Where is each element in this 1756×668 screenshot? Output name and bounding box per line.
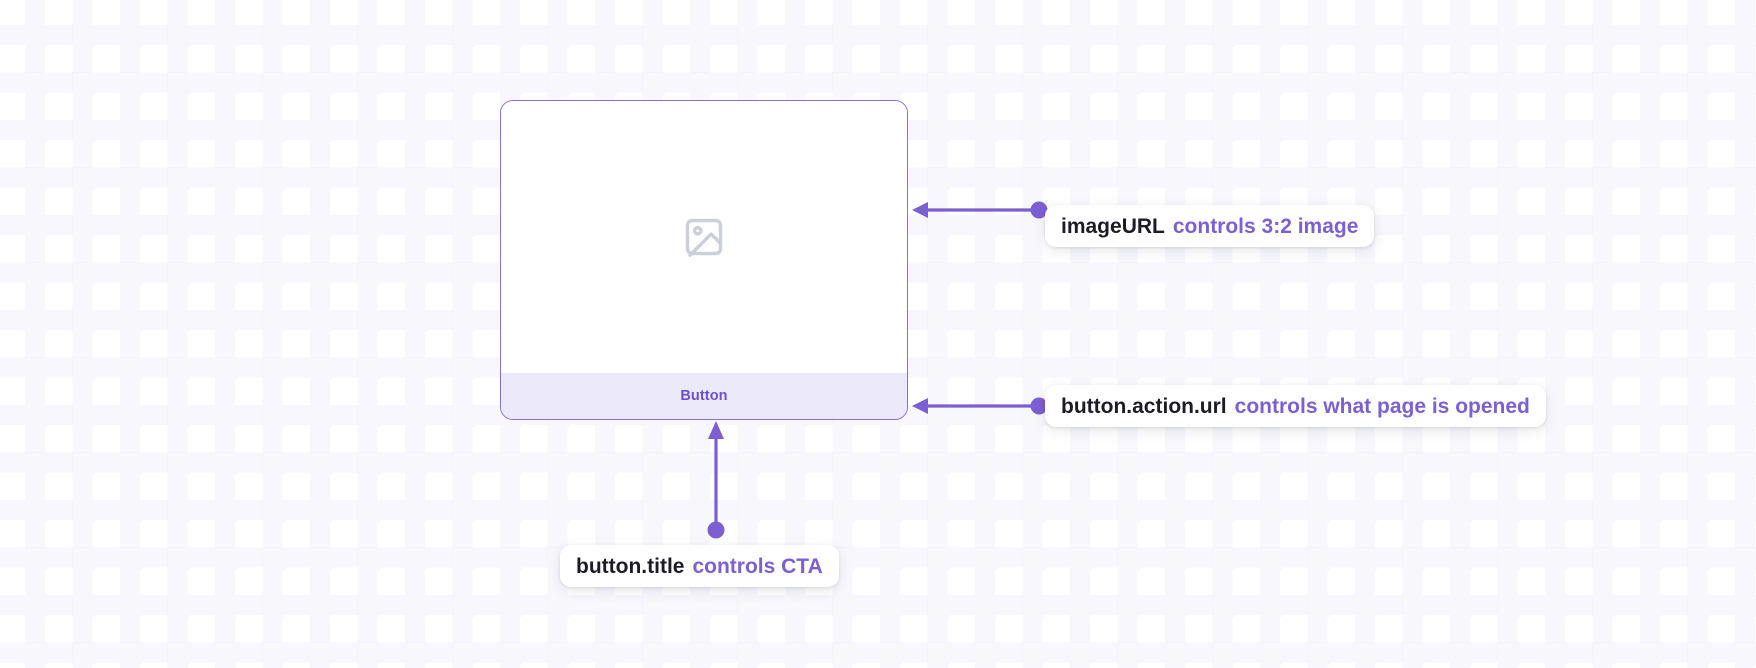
annotation-callout-button-title[interactable]: button.title controls CTA bbox=[560, 545, 839, 587]
annotation-phrase-image-url: controls 3:2 image bbox=[1172, 214, 1359, 238]
annotation-callout-button-action-url[interactable]: button.action.url controls what page is … bbox=[1045, 385, 1546, 427]
card-image-area[interactable] bbox=[501, 101, 907, 373]
preview-card[interactable]: Button bbox=[500, 100, 908, 420]
annotation-key-image-url: imageURL bbox=[1061, 214, 1165, 238]
card-button-label: Button bbox=[680, 387, 728, 404]
annotation-callout-image-url[interactable]: imageURL controls 3:2 image bbox=[1045, 205, 1375, 247]
card-button-bar[interactable]: Button bbox=[501, 373, 907, 419]
annotation-phrase-button-title: controls CTA bbox=[692, 554, 823, 578]
annotation-phrase-button-action-url: controls what page is opened bbox=[1234, 394, 1530, 418]
connector-button-title bbox=[702, 418, 730, 546]
connector-image-url bbox=[908, 196, 1050, 224]
annotation-key-button-action-url: button.action.url bbox=[1061, 394, 1227, 418]
connector-button-action-url bbox=[908, 392, 1050, 420]
image-placeholder-icon bbox=[682, 215, 726, 259]
annotation-key-button-title: button.title bbox=[576, 554, 685, 578]
